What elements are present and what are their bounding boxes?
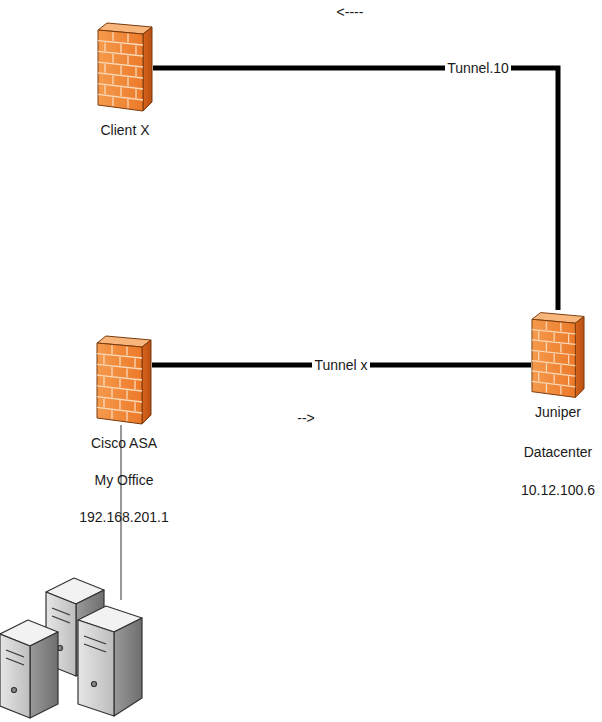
- direction-note: <----: [337, 4, 364, 20]
- device-label: 192.168.201.1: [79, 509, 169, 525]
- firewall-node: Cisco ASA My Office 192.168.201.1: [79, 335, 169, 525]
- tunnel-label: Tunnel.10: [445, 60, 511, 76]
- tunnel-line: [153, 68, 558, 310]
- server-group: [0, 578, 142, 718]
- firewall-icon: [531, 310, 585, 400]
- device-label: My Office: [95, 472, 154, 488]
- direction-note: -->: [297, 410, 315, 426]
- firewall-icon: [96, 335, 152, 425]
- device-label: Datacenter: [524, 444, 592, 460]
- device-label: Juniper: [535, 404, 581, 420]
- device-label: 10.12.100.6: [521, 482, 595, 498]
- firewall-node: Client X: [97, 22, 153, 138]
- tunnel-label: Tunnel x: [312, 357, 369, 373]
- firewall-icon: [97, 22, 153, 112]
- device-label: Cisco ASA: [91, 435, 157, 451]
- firewall-node: JuniperDatacenter 10.12.100.6: [521, 310, 595, 498]
- device-label: Client X: [100, 122, 149, 138]
